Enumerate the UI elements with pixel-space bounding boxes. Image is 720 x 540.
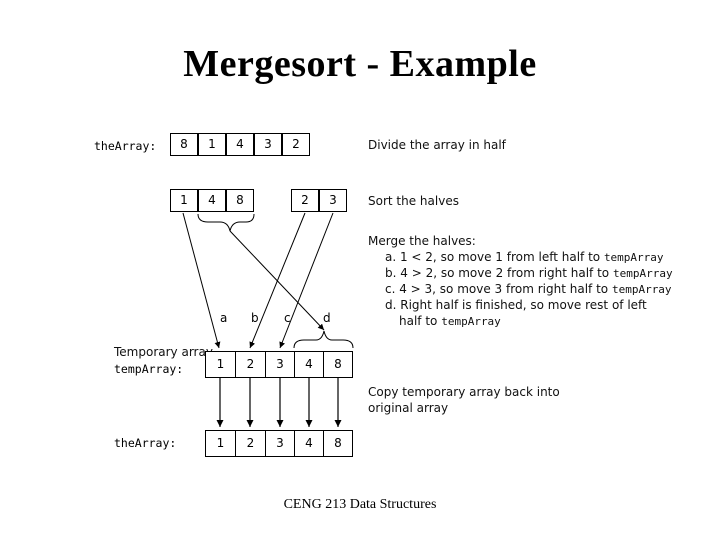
array-cell: 2: [235, 430, 266, 457]
temporary-array-label: Temporary array: [114, 345, 213, 359]
slide-footer: CENG 213 Data Structures: [283, 497, 437, 512]
copy-back-line1: Copy temporary array back into: [368, 385, 560, 399]
merge-step-a-text: a. 1 < 2, so move 1 from left half to: [385, 250, 604, 264]
merge-step-b-text: b. 4 > 2, so move 2 from right half to: [385, 266, 613, 280]
copy-back-line2: original array: [368, 401, 449, 415]
merge-step-d-text: half to: [399, 314, 442, 328]
array-cell: 3: [265, 430, 295, 457]
array-cell: 4: [226, 133, 254, 156]
array-cell: 1: [205, 351, 236, 378]
merge-step-a-code: tempArray: [603, 251, 664, 264]
left-half-brace: [197, 213, 255, 232]
array-cell: 3: [265, 351, 295, 378]
arrow-label-a: a: [220, 311, 228, 325]
array-cell: 1: [170, 189, 198, 212]
temp-array-label: tempArray:: [114, 362, 184, 376]
merge-step-a: a. 1 < 2, so move 1 from left half to te…: [385, 250, 664, 266]
rest-brace: [293, 330, 354, 349]
the-array-label: theArray:: [94, 139, 157, 153]
array-cell: 1: [205, 430, 236, 457]
array-cell: 2: [282, 133, 310, 156]
merge-step-b-code: tempArray: [612, 267, 673, 280]
final-array-label: theArray:: [114, 436, 177, 450]
step-divide: Divide the array in half: [368, 138, 506, 152]
merge-arrow-a: [182, 212, 221, 349]
arrow-label-d: d: [323, 311, 331, 325]
arrow-label-b: b: [251, 311, 259, 325]
step-merge-heading: Merge the halves:: [368, 234, 476, 248]
array-cell: 8: [323, 351, 353, 378]
array-cell: 8: [323, 430, 353, 457]
merge-step-c: c. 4 > 3, so move 3 from right half to t…: [385, 282, 672, 298]
array-cell: 4: [294, 351, 324, 378]
slide-title: Mergesort - Example: [183, 43, 537, 85]
array-cell: 2: [235, 351, 266, 378]
array-cell: 4: [198, 189, 226, 212]
merge-step-c-text: c. 4 > 3, so move 3 from right half to: [385, 282, 612, 296]
merge-step-d-line2: half to tempArray: [399, 314, 501, 330]
merge-step-d-code: tempArray: [441, 315, 501, 328]
array-cell: 8: [170, 133, 198, 156]
array-cell: 1: [198, 133, 226, 156]
merge-step-b: b. 4 > 2, so move 2 from right half to t…: [385, 266, 673, 282]
array-cell: 3: [254, 133, 282, 156]
merge-step-c-code: tempArray: [611, 283, 672, 296]
step-sort: Sort the halves: [368, 194, 459, 208]
merge-step-d-line1: d. Right half is finished, so move rest …: [385, 298, 647, 312]
merge-arrow-d: [229, 230, 325, 331]
arrow-label-c: c: [284, 311, 291, 325]
merge-arrow-c: [279, 212, 334, 349]
array-cell: 2: [291, 189, 319, 212]
array-cell: 3: [319, 189, 347, 212]
array-cell: 8: [226, 189, 254, 212]
